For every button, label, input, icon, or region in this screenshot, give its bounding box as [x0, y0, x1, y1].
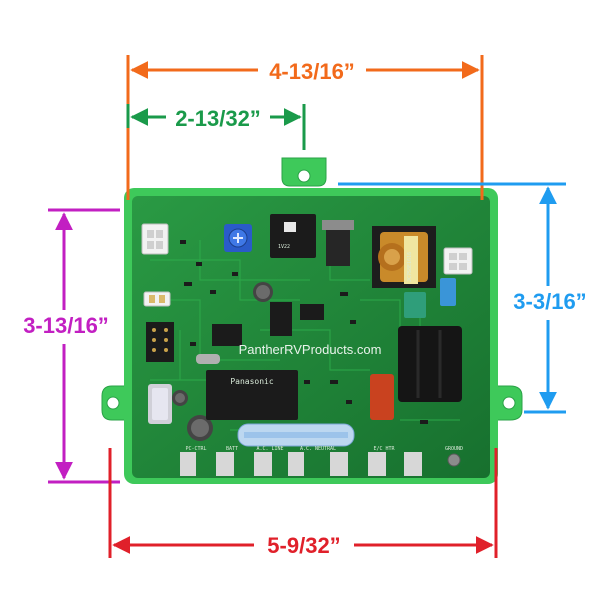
wire-connector-left-small	[143, 291, 171, 307]
dimension-top-partial: 2-13/32”	[126, 104, 306, 150]
wire-connector-top-left	[141, 223, 169, 255]
blue-capacitor	[440, 278, 456, 306]
circuit-board: 1V22 JC7S8E1616	[101, 157, 523, 484]
relay-small: 1V22	[270, 214, 316, 258]
ground-screw	[447, 453, 461, 467]
electrolytic-capacitor-3	[172, 390, 188, 406]
terminal-label-6: GROUND	[445, 446, 463, 452]
dimension-label-right-height: 3-3/16”	[513, 289, 586, 314]
terminal-label-1: PC-CTRL	[185, 446, 206, 452]
right-mounting-hole	[502, 396, 516, 410]
terminal-label-4: A.C. NEUTRAL	[300, 446, 336, 452]
dimension-bottom-overall: 5-9/32”	[108, 448, 498, 560]
dimension-label-top-overall: 4-13/16”	[269, 59, 355, 84]
dimension-label-left-height: 3-13/16”	[23, 313, 109, 338]
terminal-label-3: A.C. LINE	[256, 446, 283, 452]
relay-large: Panasonic	[206, 370, 298, 420]
electrolytic-capacitor-1	[253, 282, 273, 302]
blade-fuse	[148, 384, 172, 424]
transformer-marking: JC7S8E1616	[407, 252, 413, 282]
trimmer-potentiometer	[224, 224, 252, 252]
terminal-strip	[180, 452, 461, 476]
top-mounting-hole	[297, 169, 311, 183]
dimension-label-bottom-overall: 5-9/32”	[267, 533, 340, 558]
pin-header	[146, 322, 174, 362]
dimension-left-height: 3-13/16”	[14, 208, 120, 484]
fuse	[237, 423, 355, 447]
ic-chip-1	[212, 324, 242, 346]
left-mounting-hole	[106, 396, 120, 410]
dimension-right-height: 3-3/16”	[338, 182, 600, 414]
terminal-label-2: BATT	[226, 446, 238, 452]
svg-text:1V22: 1V22	[278, 244, 290, 250]
dimension-label-top-partial: 2-13/32”	[175, 106, 261, 131]
crystal	[196, 354, 220, 364]
ic-chip-3	[300, 304, 324, 320]
watermark: PantherRVProducts.com	[239, 342, 382, 357]
ic-chip-2	[270, 302, 292, 336]
electrolytic-capacitor-2	[187, 415, 213, 441]
large-capacitor	[398, 326, 462, 402]
relay-marking: Panasonic	[230, 377, 274, 386]
film-capacitor	[370, 374, 394, 420]
voltage-regulator	[322, 220, 354, 266]
terminal-label-5: E/C HTR	[373, 446, 395, 452]
transformer: JC7S8E1616	[372, 226, 436, 288]
wire-connector-right	[443, 247, 473, 275]
green-capacitor	[404, 292, 426, 318]
dimension-top-overall: 4-13/16”	[126, 55, 484, 200]
